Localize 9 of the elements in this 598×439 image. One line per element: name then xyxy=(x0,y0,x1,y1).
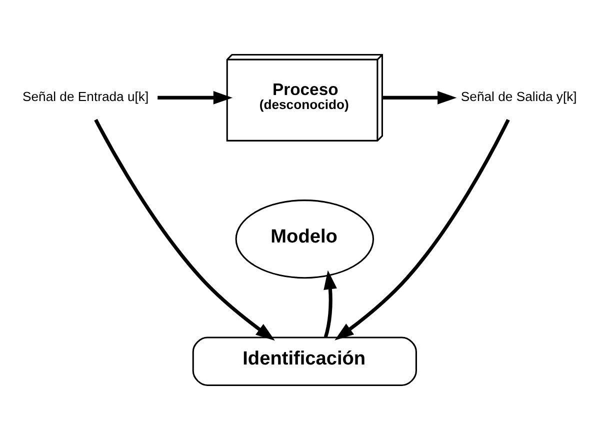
arrow xyxy=(382,90,457,104)
arrow xyxy=(324,270,337,338)
node-box: Identificación xyxy=(192,336,417,386)
node-text: Señal de Salida y[k] xyxy=(460,88,577,104)
arrow xyxy=(334,118,510,340)
node-ellipse: Modelo xyxy=(235,199,374,278)
arrow xyxy=(94,118,275,340)
node-text: Señal de Entrada u[k] xyxy=(22,88,149,104)
arrow xyxy=(158,90,233,104)
